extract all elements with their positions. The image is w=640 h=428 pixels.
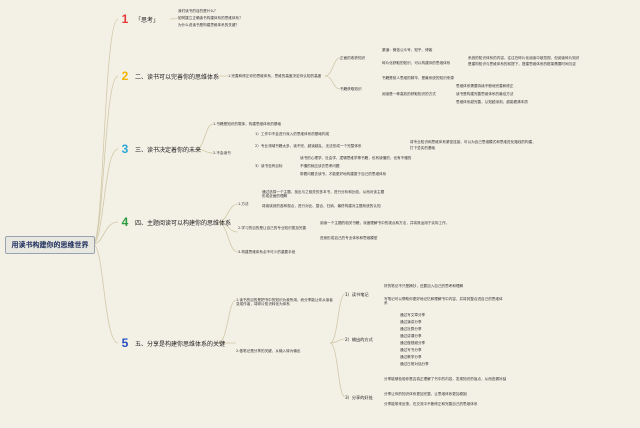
b3-l2-item-3: 3）读书没有目标	[255, 164, 283, 168]
b2-sub-b-item-1: 书籍是前人思维的精华，是最系统的知识来源	[382, 76, 454, 80]
connector-b5-s3	[329, 342, 346, 398]
b5-s2-item-5: 通过做视频分享	[400, 341, 426, 345]
b2-sub-a: 正面的收获知识	[340, 56, 366, 60]
b4-l2-item-2: 进而形成自己的专业体系和思维模型	[320, 236, 378, 240]
branch-4-number: 4	[121, 215, 129, 229]
branch-1-number: 1	[121, 12, 129, 26]
b5-level1: 1.读书的目的是把书中的知识为我所用，而分享能让你从读者变成作者，将碎片知识转化…	[236, 298, 333, 307]
connector-b4-l3	[217, 221, 239, 253]
b5-s2-item-3: 通过社群分享	[400, 327, 422, 331]
b2-level1: 1.完善和修正你的思维体系，思维的高度决定你认知的高度	[228, 74, 322, 78]
connector-b4-l1	[217, 203, 239, 223]
b5-sub-3: 3）分享的好处	[345, 395, 373, 400]
branch-2-title: 二、读书可以完善你的思维体系	[135, 73, 220, 81]
connector-b5-s1	[329, 293, 346, 344]
b2-sub-a-item-2: 碎片化获取的知识，可以构建你的思维体系	[382, 61, 451, 65]
b5-s3-item-3: 分享能带来反馈，在交流中不断修正和完善自己的思维体系	[384, 402, 478, 406]
connector-b5-l1	[217, 299, 237, 344]
b4-l1-item-1: 通过选择一个主题，找出与之相关的多本书，进行分析和比较，从而对该主题形成全面的理…	[262, 190, 385, 199]
root-topic[interactable]: 用读书构建你的思维世界	[5, 236, 95, 254]
b3-l2-detail-2: 打下坚实的基础	[410, 146, 436, 150]
b4-level2: 2.学习的目的是让自己的专业知识更加完善	[238, 226, 307, 230]
branch-5-title: 五、分享是构建你思维体系的关键	[135, 340, 226, 348]
b3-level1: 1.书籍是知识的载体，构建思维体系的基础	[213, 122, 282, 126]
connector-b3-l1	[195, 123, 214, 150]
b2-sub-b: 书籍获取知识	[340, 87, 362, 91]
connector-b1-list	[169, 15, 187, 20]
b5-s1-item-2: 写笔记可以帮助你更好地记忆和理解书中内容，并将其整合进自己的思维体系	[384, 297, 503, 306]
b3-l2-3-item-2: 不懂的就应该去思考问题	[300, 164, 340, 168]
b3-l2-item-1: 1）工作中不会进行深入的思维体系的基础构成	[255, 132, 330, 136]
connector-root-b4	[92, 221, 119, 245]
b4-l1-item-2: 将阅读到的各种观点，进行对比、整合、归纳，最终构建对主题系统的认知	[262, 204, 381, 208]
b5-s2-item-2: 通过演讲分享	[400, 320, 422, 324]
b5-s3-item-1: 分享能够检验你是否真正理解了书中的内容，发现知识的盲点，从而查漏补缺	[384, 377, 507, 381]
b3-level2: 2.不会读书	[213, 151, 231, 155]
connector-b3-l2	[195, 148, 214, 154]
b1-question-1: 我们读书的目的是什么？	[178, 9, 218, 13]
branch-3[interactable]: 3 三、读书决定着你的未来	[118, 142, 202, 156]
connector-root-b3	[92, 148, 119, 245]
branch-5[interactable]: 5 五、分享是构建你思维体系的关键	[118, 336, 226, 350]
b4-level1: 1.方法	[238, 202, 249, 206]
b5-s2-item-1: 通过写文章分享	[400, 313, 426, 317]
branch-2[interactable]: 2 二、读书可以完善你的思维体系	[118, 69, 220, 83]
b5-s3-item-2: 分享让你的知识体系更加完整，让思维体系更加稳固	[384, 392, 467, 396]
connector-b5-s2	[329, 338, 346, 344]
b2-sub-b-detail-1: 思维体系需要持续不断地完善和修正	[456, 84, 514, 88]
b5-s2-item-6: 通过写书分享	[400, 348, 422, 352]
branch-1-title: 「思考」	[135, 16, 160, 24]
b1-question-3: 为什么说读书是构建思维体系的关键？	[178, 23, 240, 27]
b5-s2-item-7: 通过教学分享	[400, 355, 422, 359]
b5-s2-item-4: 通过讲课分享	[400, 334, 422, 338]
b5-s2-item-8: 通过日常对话分享	[400, 362, 429, 366]
b5-level2: 2.做笔记是分享的关键，从输入转为输出	[236, 349, 301, 353]
connector-root-b5	[92, 243, 119, 344]
branch-5-number: 5	[121, 336, 129, 350]
b4-l2-item-1: 阅读一个主题的相关书籍，深度理解书中的观点和方法，并将其运用于实际工作，	[320, 221, 450, 225]
connector-root-b1	[92, 18, 119, 245]
branch-4-title: 四、主题阅读可以构建你的思维体系	[135, 219, 232, 227]
connector-b2-b	[324, 75, 341, 90]
b5-s1-item-1: 好的笔记不只是摘抄，还要加入自己的思考和理解	[384, 284, 464, 288]
branch-3-title: 三、读书决定着你的未来	[135, 146, 202, 154]
branch-1[interactable]: 1 「思考」	[118, 12, 160, 26]
b4-level3: 3.构建思维体系必不可少的重要手段	[238, 250, 296, 254]
b2-sub-a-item-1: 渠道：微信公众号、知乎、博客	[382, 48, 433, 52]
b2-sub-b-detail-3: 思维体系越完善，认知越深刻，越能看清本质	[456, 100, 528, 104]
branch-4[interactable]: 4 四、主题阅读可以构建你的思维体系	[118, 215, 232, 229]
b1-question-2: 如何建立正确读书构建体系的思维体系？	[178, 16, 243, 20]
b3-l2-3-item-3: 带着问题去读书，才能更好地构建属于自己的思维体系	[300, 172, 387, 176]
branch-3-number: 3	[121, 142, 129, 156]
b5-sub-1: 1）读书笔记	[345, 292, 369, 297]
b2-sub-a-detail-1: 系统的知识体系的内容，往往在碎片化阅读中被忽视，但阅读碎片知识	[468, 56, 580, 60]
b2-sub-a-detail-2: 是建构知识与思维体系的前提下，搭建思维体系的框架需要时间沉淀	[468, 62, 576, 66]
b5-sub-2: 2）输出的方式	[345, 337, 373, 342]
connector-b2-a	[324, 57, 341, 77]
b3-l2-detail-1: 将专业知识和思维体系紧密连接，可以为自己思维模式和思维进化路线的构建，	[410, 140, 536, 144]
connector-root-b2	[92, 75, 119, 245]
branch-2-number: 2	[121, 69, 129, 83]
b3-l2-item-2: 2）专业领域书籍太多，读不完，越读越乱，无法形成一个完整体系	[255, 144, 362, 148]
b2-sub-b-item-2: 阅读是一种高效的获取知识的方式	[382, 92, 436, 96]
b3-l2-3-item-1: 读书的心理学、社会学、逻辑思维学等书籍，也有读懂的，也有不懂的	[300, 156, 412, 160]
b2-sub-b-detail-2: 读书是构建完善思维体系的最佳方法	[456, 92, 514, 96]
